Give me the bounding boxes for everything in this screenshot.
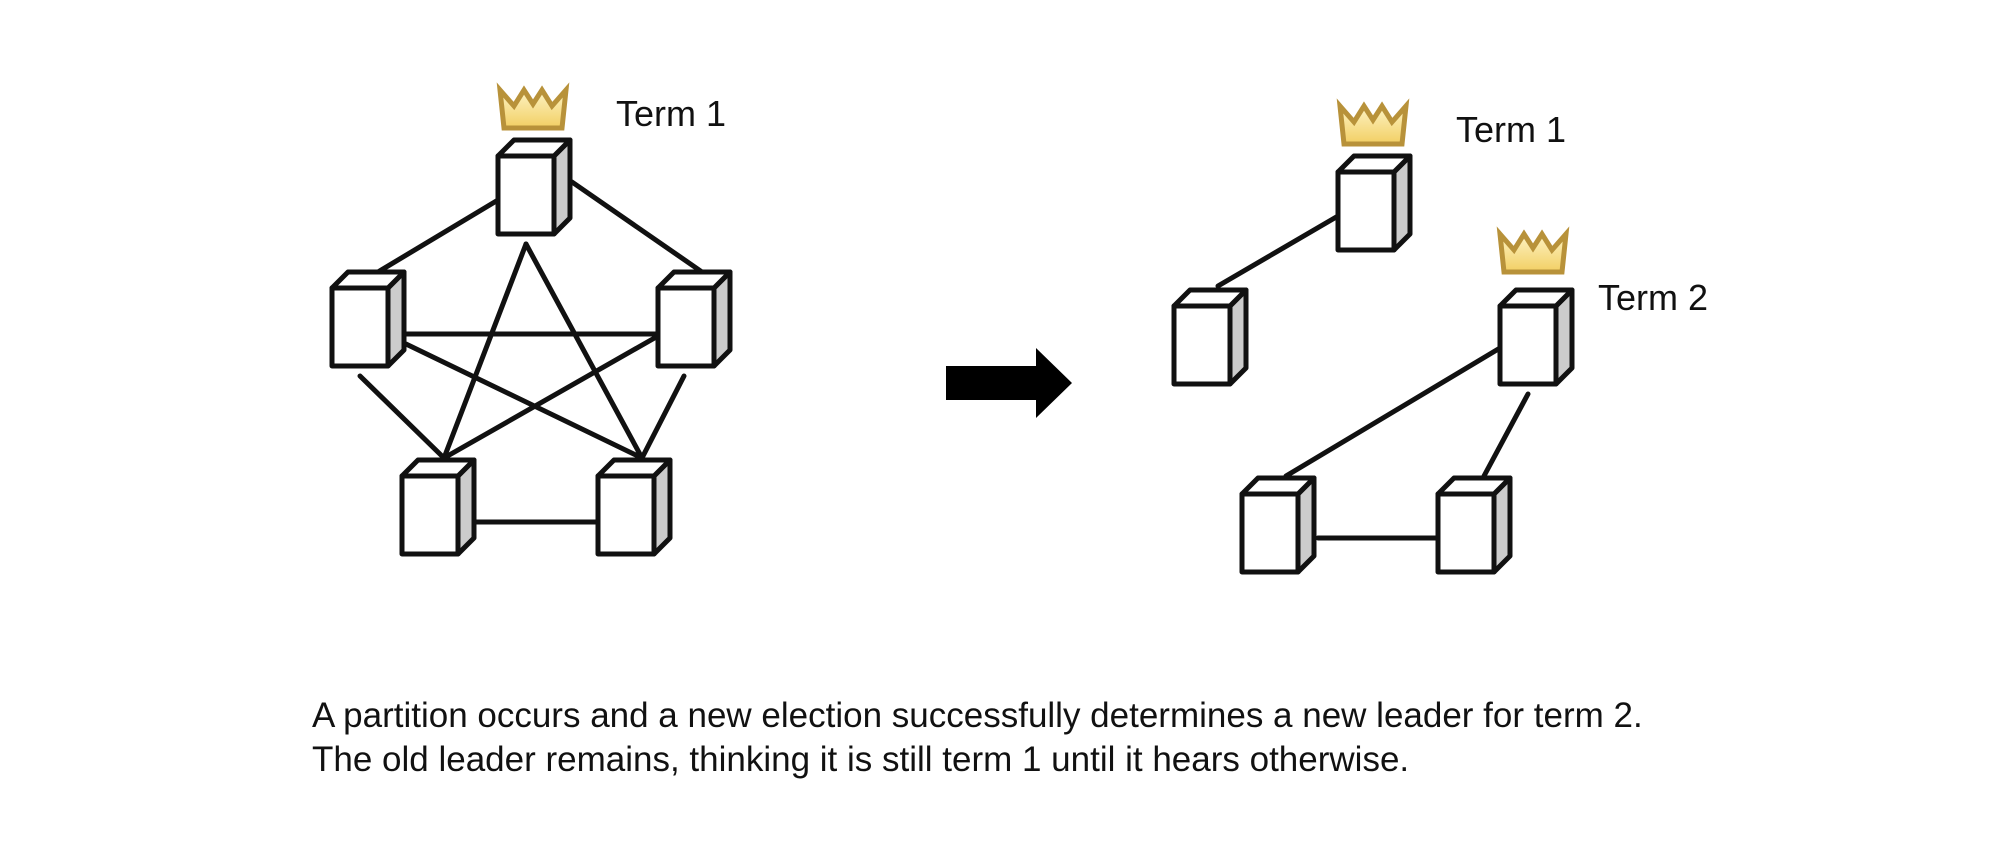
- server-front-face: [1335, 169, 1397, 253]
- server-front-face: [1171, 303, 1233, 387]
- crown-icon: [1496, 226, 1570, 275]
- crown-shape: [496, 82, 570, 131]
- server-follower: [329, 269, 407, 369]
- server-front-face: [595, 473, 657, 557]
- link-b-d: [357, 373, 447, 461]
- server-front-face: [495, 153, 557, 237]
- after-cluster: Term 1 Term 2: [1171, 98, 1708, 575]
- term-label-before: Term 1: [616, 93, 726, 134]
- server-front-face: [655, 285, 717, 369]
- crown-icon: [496, 82, 570, 131]
- server-front-face: [1435, 491, 1497, 575]
- link-c-d: [441, 333, 661, 461]
- caption: A partition occurs and a new election su…: [312, 694, 1643, 782]
- caption-line-2: The old leader remains, thinking it is s…: [312, 740, 1410, 779]
- server-front-face: [329, 285, 391, 369]
- link-c-e: [639, 373, 687, 461]
- server-follower: [655, 269, 733, 369]
- crown-icon: [1336, 98, 1410, 147]
- caption-line-1: A partition occurs and a new election su…: [312, 696, 1643, 735]
- after-links: [1215, 213, 1531, 541]
- link-old-leader-follower: [1215, 213, 1341, 289]
- server-follower: [1435, 475, 1513, 575]
- link-a-c: [569, 179, 705, 275]
- crown-shape: [1336, 98, 1410, 147]
- link-b-e: [403, 341, 645, 461]
- server-leader-term1: [495, 137, 573, 237]
- term-label-old-leader: Term 1: [1456, 109, 1566, 150]
- server-partitioned-follower: [1171, 287, 1249, 387]
- link-a-e: [523, 241, 645, 461]
- server-front-face: [1497, 303, 1559, 387]
- server-front-face: [399, 473, 461, 557]
- crown-shape: [1496, 226, 1570, 275]
- link-a-b: [375, 197, 501, 275]
- link-new-leader-follower-right: [1481, 391, 1531, 479]
- server-follower: [399, 457, 477, 557]
- server-front-face: [1239, 491, 1301, 575]
- server-old-leader-term1: [1335, 153, 1413, 253]
- server-follower: [595, 457, 673, 557]
- term-label-new-leader: Term 2: [1598, 277, 1708, 318]
- before-cluster: Term 1: [329, 82, 733, 557]
- link-new-leader-follower-left: [1283, 345, 1503, 479]
- server-new-leader-term2: [1497, 287, 1575, 387]
- right-arrow-icon: [946, 348, 1072, 418]
- server-follower: [1239, 475, 1317, 575]
- link-a-d: [441, 241, 529, 461]
- before-links: [357, 179, 705, 525]
